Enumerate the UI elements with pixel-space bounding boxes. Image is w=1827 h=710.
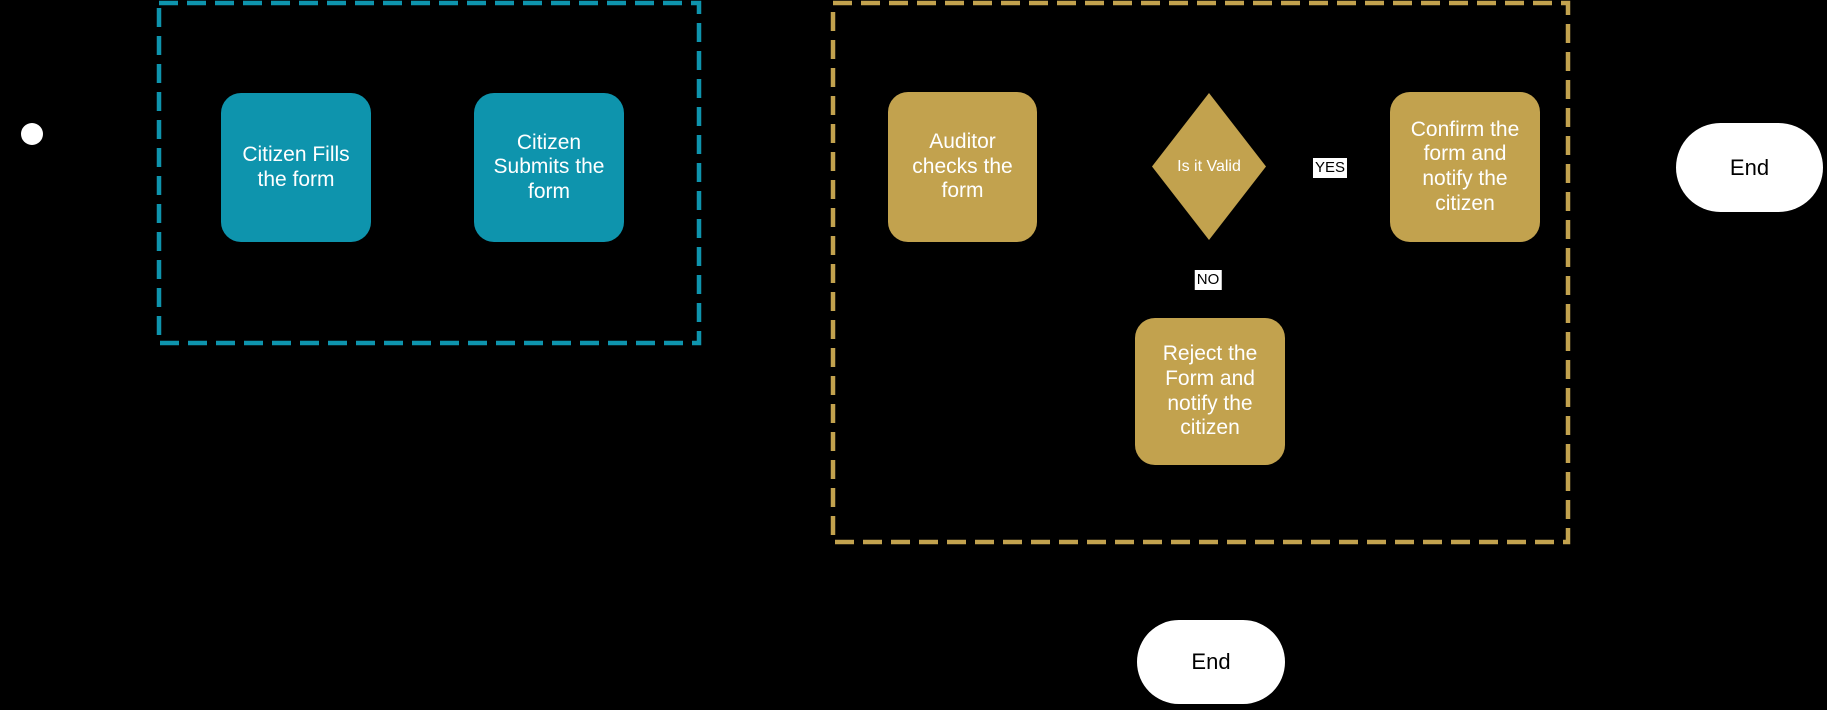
task-citizen-submits-form: Citizen Submits the form [474,93,624,242]
task-citizen-fills-form: Citizen Fills the form [221,93,371,242]
auditor-lane-boundary [830,0,1571,545]
task-label: Citizen Submits the form [493,130,605,203]
task-label: Reject the Form and notify the citizen [1162,342,1258,440]
end-node-bottom: End [1137,620,1285,704]
edge-label-yes: YES [1312,158,1348,178]
decision-label: Is it Valid [1177,157,1241,175]
task-confirm-and-notify: Confirm the form and notify the citizen [1390,92,1540,242]
task-auditor-checks-form: Auditor checks the form [888,92,1037,242]
end-label: End [1191,649,1231,674]
task-label: Auditor checks the form [912,130,1013,203]
citizen-lane-boundary [156,0,702,346]
edge-label-no: NO [1194,270,1222,290]
task-reject-and-notify: Reject the Form and notify the citizen [1135,318,1285,465]
end-node-right: End [1676,123,1823,212]
task-label: Confirm the form and notify the citizen [1410,117,1520,215]
start-event-node [21,123,43,145]
end-label: End [1729,154,1770,180]
task-label: Citizen Fills the form [242,142,350,191]
